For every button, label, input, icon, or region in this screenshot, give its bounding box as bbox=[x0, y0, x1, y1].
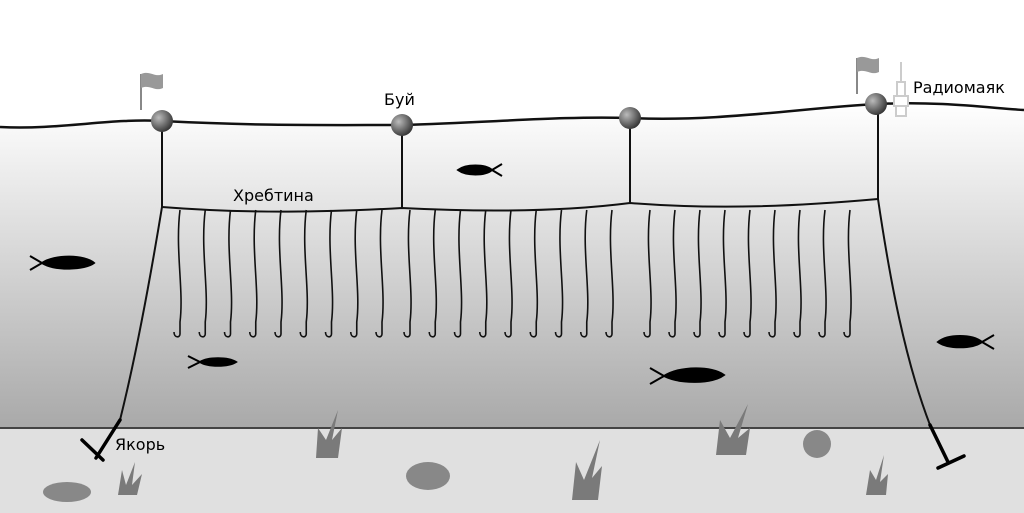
anchor-label: Якорь bbox=[115, 435, 166, 454]
buoy bbox=[391, 114, 413, 136]
hook-line bbox=[818, 209, 827, 338]
hook-line bbox=[668, 209, 677, 338]
radio-beacon-label: Радиомаяк bbox=[913, 78, 1005, 97]
hook-line bbox=[248, 209, 258, 338]
backbone-line bbox=[161, 198, 879, 213]
hook-line bbox=[349, 209, 359, 338]
seaweed bbox=[866, 455, 888, 495]
flag-icon bbox=[140, 72, 163, 110]
hook-line bbox=[453, 209, 463, 338]
fish bbox=[187, 355, 238, 369]
seaweed bbox=[316, 410, 342, 458]
hook-line bbox=[375, 209, 384, 338]
hook-line bbox=[274, 209, 283, 338]
radio-beacon-icon bbox=[893, 62, 909, 117]
anchor-line-right bbox=[877, 198, 931, 426]
seaweed-group bbox=[118, 404, 888, 500]
hook-line bbox=[843, 209, 852, 338]
hook-line bbox=[173, 209, 182, 338]
hook-line bbox=[579, 209, 589, 338]
hook-line bbox=[743, 209, 752, 338]
buoy bbox=[865, 93, 887, 115]
fish bbox=[29, 255, 96, 271]
hook-line bbox=[554, 209, 564, 338]
seaweed bbox=[572, 440, 602, 500]
fish bbox=[649, 367, 726, 385]
anchor-icon bbox=[80, 418, 122, 462]
anchor-line-left bbox=[119, 206, 163, 421]
buoy-label: Буй bbox=[384, 90, 415, 109]
fish bbox=[936, 334, 995, 350]
seaweed bbox=[716, 404, 750, 455]
anchor-icon bbox=[928, 423, 966, 470]
hook-line bbox=[324, 209, 334, 338]
hooks-group bbox=[173, 209, 852, 338]
hook-line bbox=[299, 209, 309, 338]
hook-line bbox=[478, 209, 488, 338]
backbone-label: Хребтина bbox=[233, 186, 314, 205]
rock bbox=[406, 462, 450, 490]
hook-line bbox=[198, 209, 208, 338]
hook-line bbox=[793, 209, 802, 338]
hook-line bbox=[718, 209, 727, 338]
hook-line bbox=[529, 209, 539, 338]
hook-line bbox=[403, 209, 412, 338]
buoy bbox=[151, 110, 173, 132]
fish bbox=[456, 163, 503, 177]
hook-line bbox=[223, 209, 233, 338]
seabed bbox=[0, 428, 1024, 513]
water bbox=[0, 103, 1024, 429]
rock bbox=[803, 430, 831, 458]
hook-line bbox=[768, 209, 777, 338]
seaweed bbox=[118, 462, 142, 495]
flag-icon bbox=[856, 56, 879, 94]
buoy bbox=[619, 107, 641, 129]
hook-line bbox=[605, 209, 614, 338]
hook-line bbox=[643, 209, 652, 338]
rock bbox=[43, 482, 91, 502]
hook-line bbox=[504, 209, 513, 338]
hook-line bbox=[693, 209, 702, 338]
hook-line bbox=[428, 209, 438, 338]
